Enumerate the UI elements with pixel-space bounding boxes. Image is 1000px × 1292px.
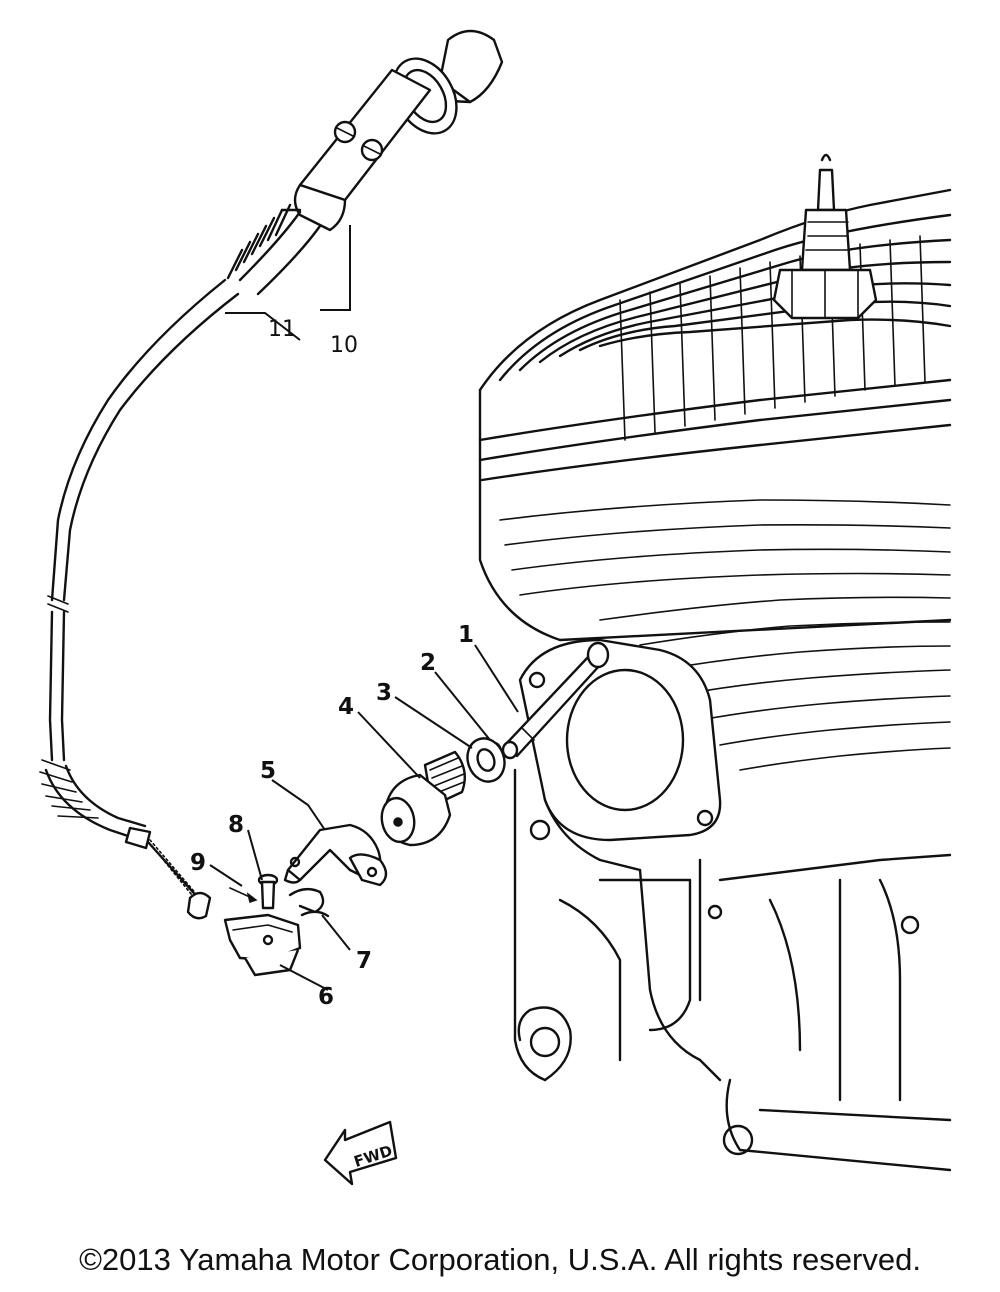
spark-plug (772, 153, 878, 320)
part-4-nut (380, 750, 466, 847)
callout-4: 4 (338, 694, 354, 720)
callout-9: 9 (190, 850, 206, 876)
part-1-plunger (501, 641, 610, 760)
engine-cylinder-illustration (478, 153, 952, 1172)
callout-leaders (209, 225, 519, 991)
exploded-parts-diagram: 1 2 3 4 5 6 7 8 9 10 11 FWD (39, 29, 952, 1186)
part-9-screw (229, 887, 258, 903)
choke-cable (39, 278, 240, 920)
fwd-direction-arrow: FWD (323, 1120, 398, 1186)
part-6-holder (223, 913, 302, 977)
copyright-notice: ©2013 Yamaha Motor Corporation, U.S.A. A… (79, 1242, 921, 1277)
part-5-lever (283, 823, 388, 887)
callout-8: 8 (228, 812, 244, 838)
callout-2: 2 (420, 650, 436, 676)
callout-11: 11 (268, 317, 296, 342)
callout-5: 5 (260, 758, 276, 784)
callout-labels: 1 2 3 4 5 6 7 8 9 10 11 (190, 317, 474, 1010)
callout-7: 7 (356, 948, 372, 974)
choke-knob-assembly (226, 29, 504, 296)
callout-6: 6 (318, 984, 334, 1010)
callout-10: 10 (330, 333, 358, 358)
part-3-washer (466, 737, 506, 783)
callout-1: 1 (458, 622, 474, 648)
callout-3: 3 (376, 680, 392, 706)
part-8-pin (257, 873, 279, 910)
part-7-clip (288, 887, 330, 918)
